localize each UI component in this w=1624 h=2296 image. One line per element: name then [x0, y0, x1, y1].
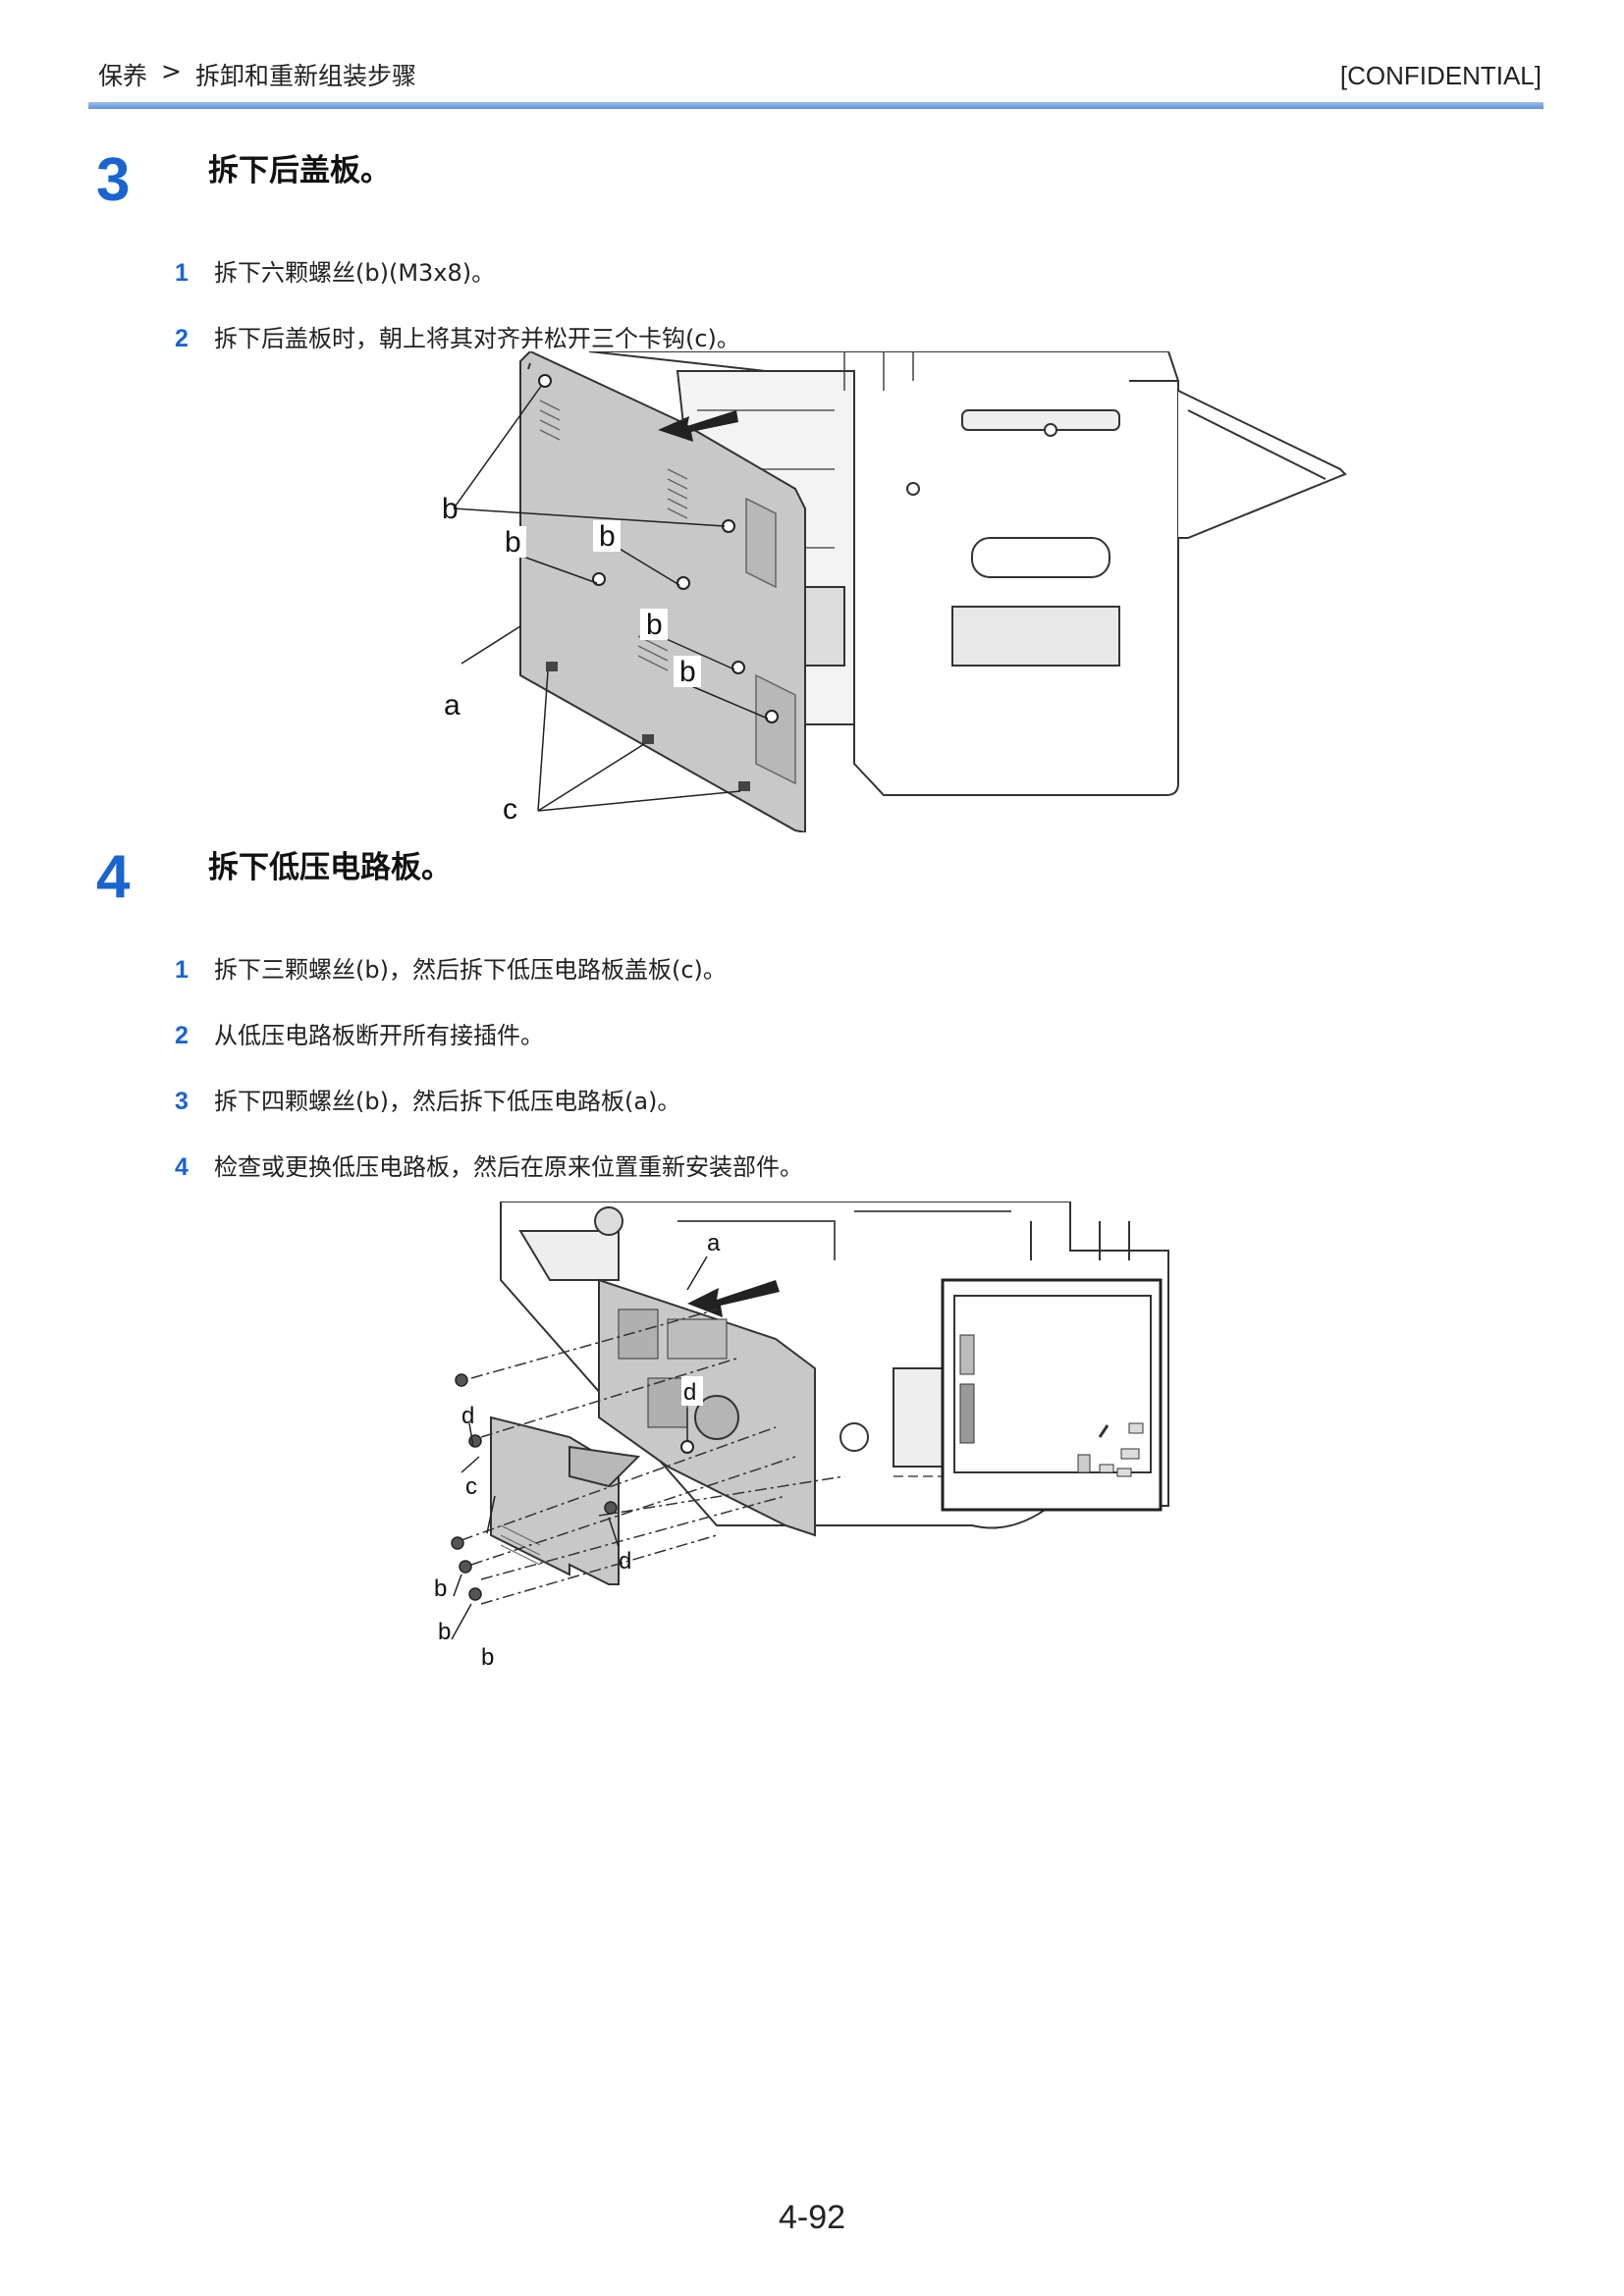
substep-text: 检查或更换低压电路板，然后在原来位置重新安装部件。 [214, 1153, 803, 1181]
rear-cover-panel-drawing [519, 351, 806, 832]
breadcrumb-section: 保养 [98, 62, 148, 90]
rear-cover-figure: b b b b b a c [422, 351, 1365, 832]
label-b: b [646, 609, 663, 641]
confidential-label: [CONFIDENTIAL] [1339, 61, 1542, 90]
removal-arrow-icon [687, 1280, 780, 1317]
assembly-lines [460, 1308, 845, 1605]
label-b: b [481, 1644, 494, 1671]
label-d: d [461, 1403, 474, 1429]
rear-cover-illustration: b b b b b a c [442, 351, 1347, 832]
substep: 1 拆下六颗螺丝(b)(M3x8)。 [175, 253, 495, 288]
label-a: a [444, 689, 460, 721]
substep-text: 拆下四颗螺丝(b)，然后拆下低压电路板(a)。 [214, 1088, 681, 1115]
substep-number: 2 [175, 325, 189, 352]
low-voltage-board-drawing [598, 1278, 816, 1537]
label-d: d [619, 1548, 631, 1575]
label-d: d [683, 1379, 696, 1406]
label-b: b [434, 1575, 447, 1602]
board-cover-drawing [490, 1415, 641, 1585]
substep-text: 拆下六颗螺丝(b)(M3x8)。 [214, 259, 496, 287]
low-voltage-board-figure: a d d c b b b d [422, 1201, 1247, 1712]
step-title: 拆下低压电路板。 [208, 850, 452, 885]
breadcrumb: 保养 > 拆卸和重新组装步骤 [98, 57, 416, 92]
removal-arrow-icon [658, 410, 738, 442]
substep-number: 4 [175, 1153, 189, 1181]
figure-labels: b b b b b a c [442, 493, 701, 826]
label-b: b [505, 526, 521, 559]
label-c: c [465, 1473, 477, 1500]
substep-text: 从低压电路板断开所有接插件。 [214, 1022, 544, 1049]
substep: 3 拆下四颗螺丝(b)，然后拆下低压电路板(a)。 [175, 1082, 680, 1116]
substep-number: 1 [175, 259, 189, 287]
figure-labels: a d d c b b b d [434, 1230, 721, 1671]
breadcrumb-page: 拆卸和重新组装步骤 [194, 62, 416, 90]
substep: 4 检查或更换低压电路板，然后在原来位置重新安装部件。 [175, 1148, 803, 1182]
label-b: b [442, 493, 459, 525]
callout-lines [453, 384, 769, 812]
label-b: b [679, 656, 696, 688]
label-b: b [599, 520, 616, 553]
breadcrumb-separator: > [161, 57, 182, 85]
step-title: 拆下后盖板。 [208, 153, 391, 188]
substep-number: 2 [175, 1022, 189, 1049]
substep: 2 拆下后盖板时，朝上将其对齐并松开三个卡钩(c)。 [175, 319, 740, 353]
low-voltage-board-illustration: a d d c b b b d [434, 1201, 1169, 1671]
substep-number: 3 [175, 1088, 189, 1115]
substep: 1 拆下三颗螺丝(b)，然后拆下低压电路板盖板(c)。 [175, 950, 727, 985]
hook-markers [546, 662, 750, 791]
inset-view [941, 1278, 1163, 1512]
step-number: 4 [96, 843, 131, 911]
label-c: c [503, 793, 517, 826]
substep-text: 拆下后盖板时，朝上将其对齐并松开三个卡钩(c)。 [214, 325, 740, 352]
header-rule [88, 102, 1543, 109]
substep: 2 从低压电路板断开所有接插件。 [175, 1016, 544, 1050]
label-b: b [438, 1619, 451, 1645]
screw-markers [538, 374, 779, 723]
callout-lines [451, 1255, 708, 1640]
label-a: a [707, 1230, 721, 1256]
page-number: 4-92 [778, 2199, 846, 2236]
substep-number: 1 [175, 956, 189, 984]
substep-text: 拆下三颗螺丝(b)，然后拆下低压电路板盖板(c)。 [214, 956, 727, 984]
step-number: 3 [96, 146, 131, 214]
